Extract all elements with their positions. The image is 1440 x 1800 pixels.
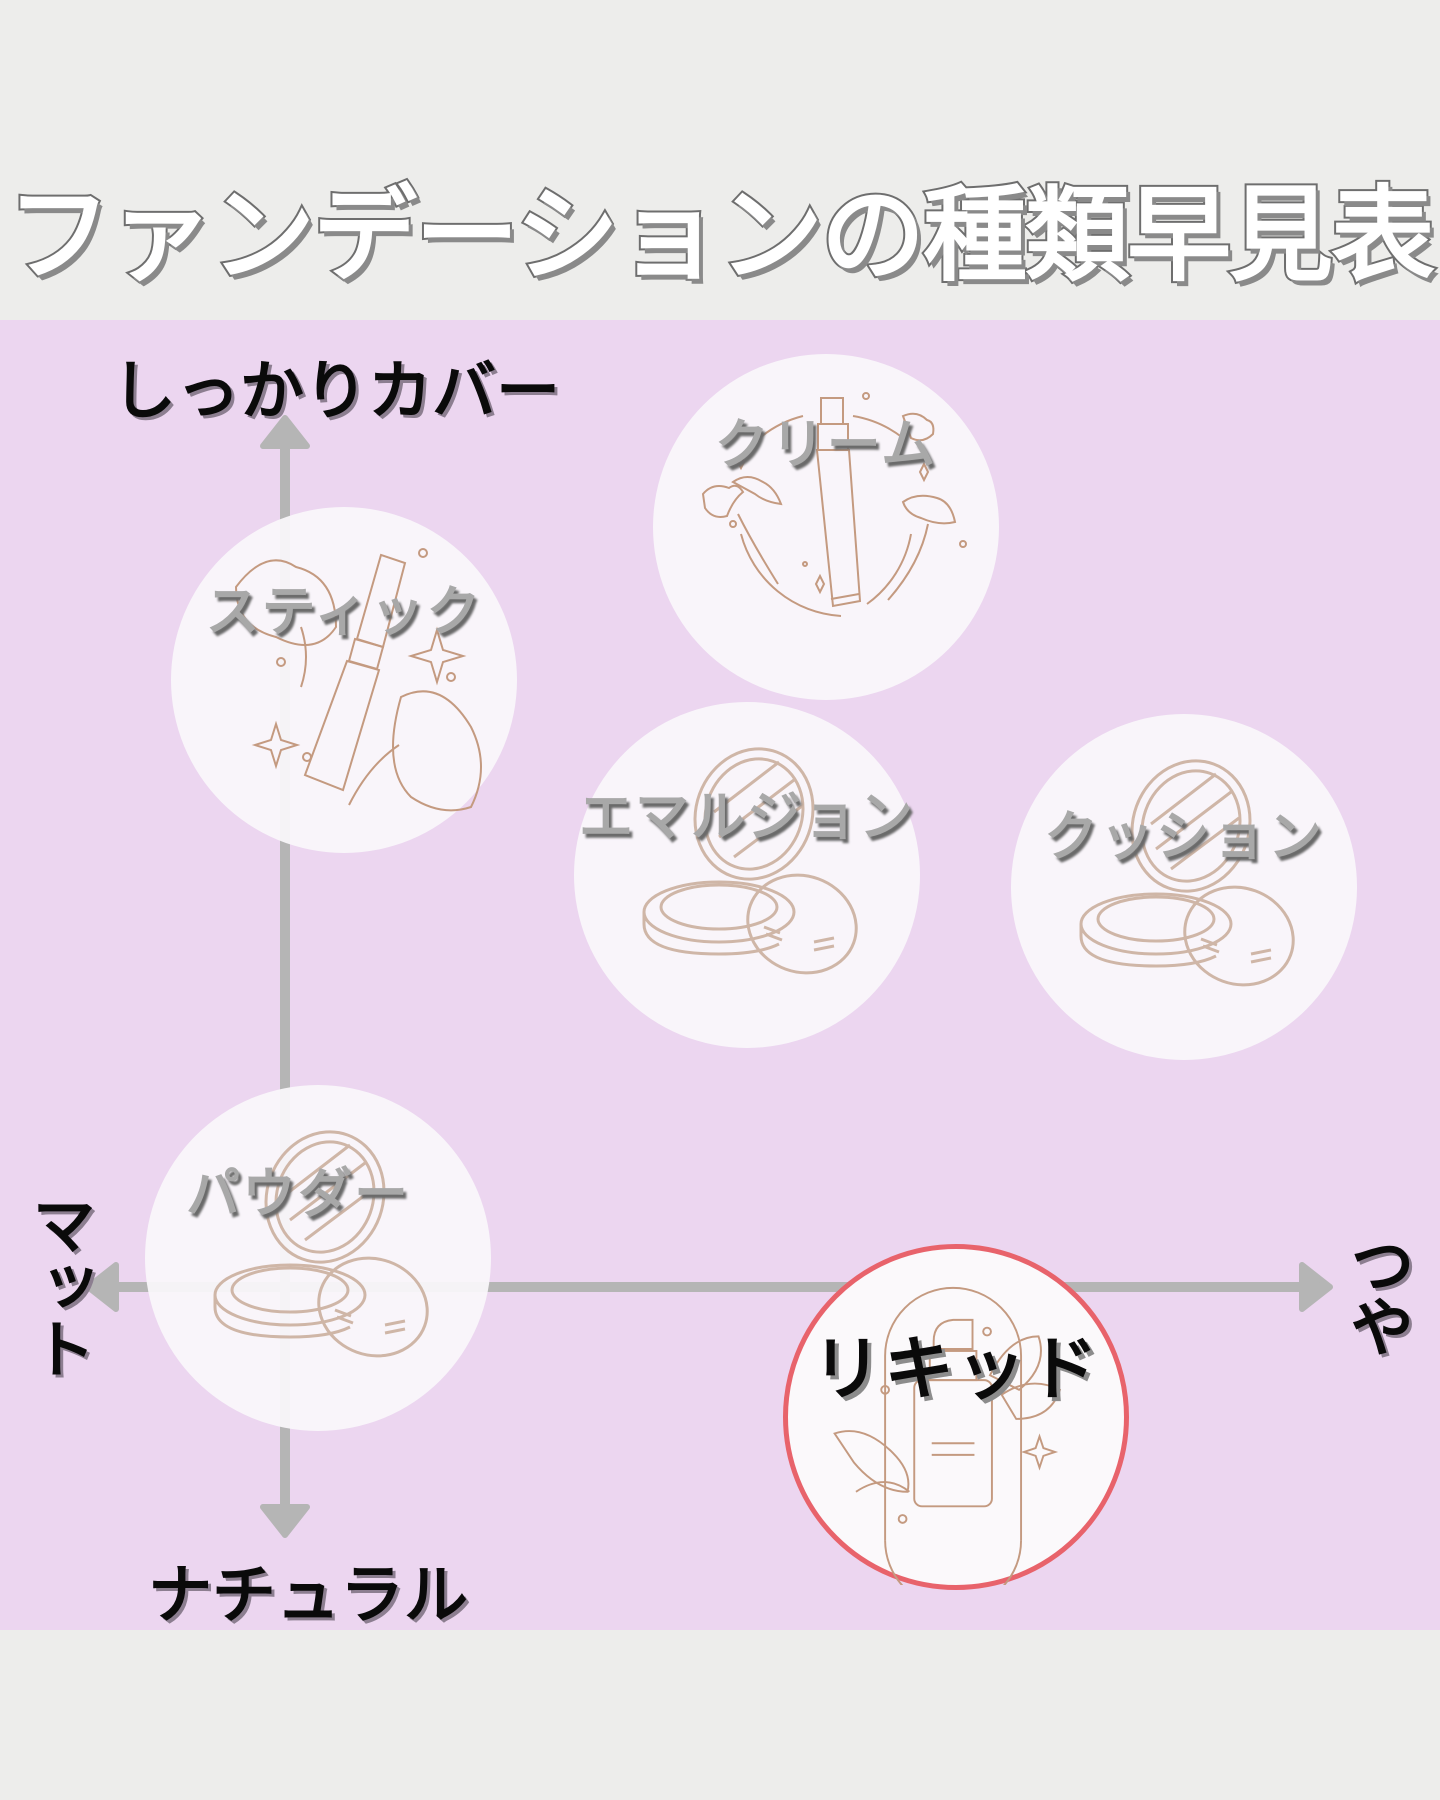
arrow-up-icon <box>260 415 310 449</box>
bubble-label: リキッド <box>812 1328 1100 1410</box>
arrow-right-icon <box>1299 1262 1333 1312</box>
bubble-stick: スティック <box>171 507 517 853</box>
axis-label-right: つや <box>1339 1232 1413 1356</box>
axis-label-left: マット <box>21 1192 95 1378</box>
axis-label-bottom: ナチュラル <box>148 1559 468 1633</box>
bubble-cushion: クッション <box>1011 714 1357 1060</box>
stick-lipstick-icon <box>234 548 482 812</box>
bubble-label: クッション <box>1044 805 1324 868</box>
bubble-label: パウダー <box>186 1162 410 1225</box>
compact-icon <box>642 747 858 975</box>
page-title: ファンデーションの種類早見表 <box>5 172 1437 298</box>
bubble-label: スティック <box>205 580 483 643</box>
arrow-down-icon <box>260 1504 310 1538</box>
bubble-liquid: リキッド <box>783 1244 1129 1590</box>
bubble-powder: パウダー <box>145 1085 491 1431</box>
vertical-axis-line <box>280 440 290 1518</box>
horizontal-axis-line <box>108 1282 1313 1292</box>
cream-tube-icon <box>701 392 967 617</box>
liquid-bottle-icon <box>833 1286 1062 1585</box>
bubble-cream: クリーム <box>653 354 999 700</box>
bubble-emulsion: エマルジョン <box>574 702 920 1048</box>
axis-label-top: しっかりカバー <box>112 355 560 429</box>
arrow-left-icon <box>85 1262 119 1312</box>
bubble-label: クリーム <box>714 413 938 476</box>
compact-icon <box>1079 759 1295 987</box>
compact-icon <box>213 1130 429 1358</box>
bubble-label: エマルジョン <box>579 785 915 848</box>
